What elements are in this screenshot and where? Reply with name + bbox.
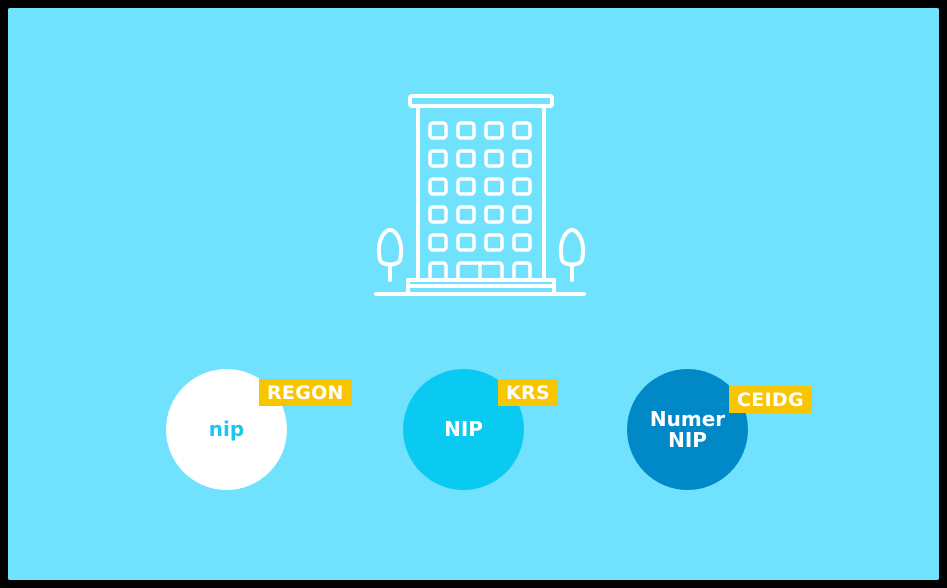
badge-label: CEIDG	[737, 388, 804, 411]
option-circle-numer-nip[interactable]: Numer NIP	[627, 369, 748, 490]
badge-regon: REGON	[259, 379, 352, 406]
badge-label: REGON	[267, 381, 344, 404]
canvas-frame: nip REGON NIP KRS Numer NIP CEIDG	[8, 8, 939, 580]
badge-ceidg: CEIDG	[729, 386, 812, 413]
option-label: nip	[208, 417, 245, 441]
badge-label: KRS	[506, 381, 550, 404]
option-label: Numer NIP	[649, 406, 726, 452]
badge-krs: KRS	[498, 379, 558, 406]
office-building-icon	[374, 94, 586, 296]
option-label: NIP	[444, 417, 483, 441]
